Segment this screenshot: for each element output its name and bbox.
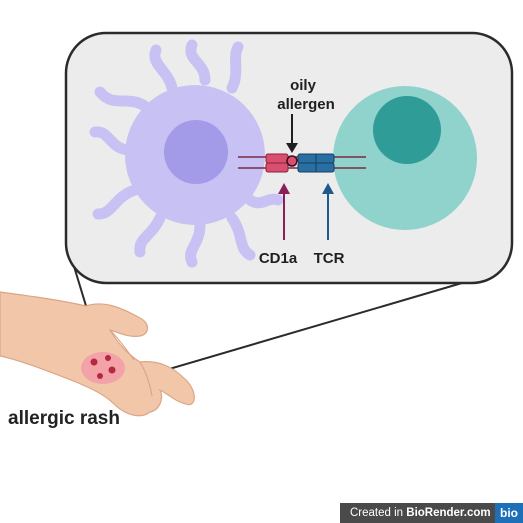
- finger-crease: [109, 329, 135, 361]
- dendritic-cell: [89, 39, 284, 268]
- rash-spot: [108, 366, 116, 374]
- biorender-logo-icon: bio: [495, 503, 523, 523]
- cd1a-arrow: [278, 183, 290, 240]
- t-cell-nucleus: [373, 96, 441, 164]
- rash-spot: [90, 358, 98, 366]
- rash-spot: [105, 355, 111, 361]
- rash-patch: [81, 352, 125, 384]
- allergen-label-line1: oily: [290, 77, 316, 94]
- t-cell: [333, 86, 477, 230]
- hand-illustration: [0, 291, 195, 417]
- credit-text: Created in BioRender.com: [340, 503, 495, 523]
- tcr-receptor: [297, 153, 335, 173]
- cd1a-receptor: [265, 153, 289, 173]
- allergen-arrow: [286, 114, 298, 153]
- credit-prefix: Created in: [350, 507, 407, 519]
- rash-spot: [97, 373, 103, 379]
- credit-brand: BioRender.com: [406, 507, 491, 519]
- rash-label: allergic rash: [8, 408, 120, 429]
- finger-crease: [139, 361, 153, 397]
- biorender-credit-badge[interactable]: Created in BioRender.com bio: [340, 503, 523, 523]
- tcr-arrow: [322, 183, 334, 240]
- cd1a-label: CD1a: [259, 250, 298, 267]
- allergen-molecule: [286, 155, 298, 167]
- allergen-label-line2: allergen: [277, 96, 335, 113]
- tcr-label: TCR: [314, 250, 345, 267]
- dendritic-nucleus: [164, 120, 228, 184]
- zoom-line-right: [124, 282, 463, 383]
